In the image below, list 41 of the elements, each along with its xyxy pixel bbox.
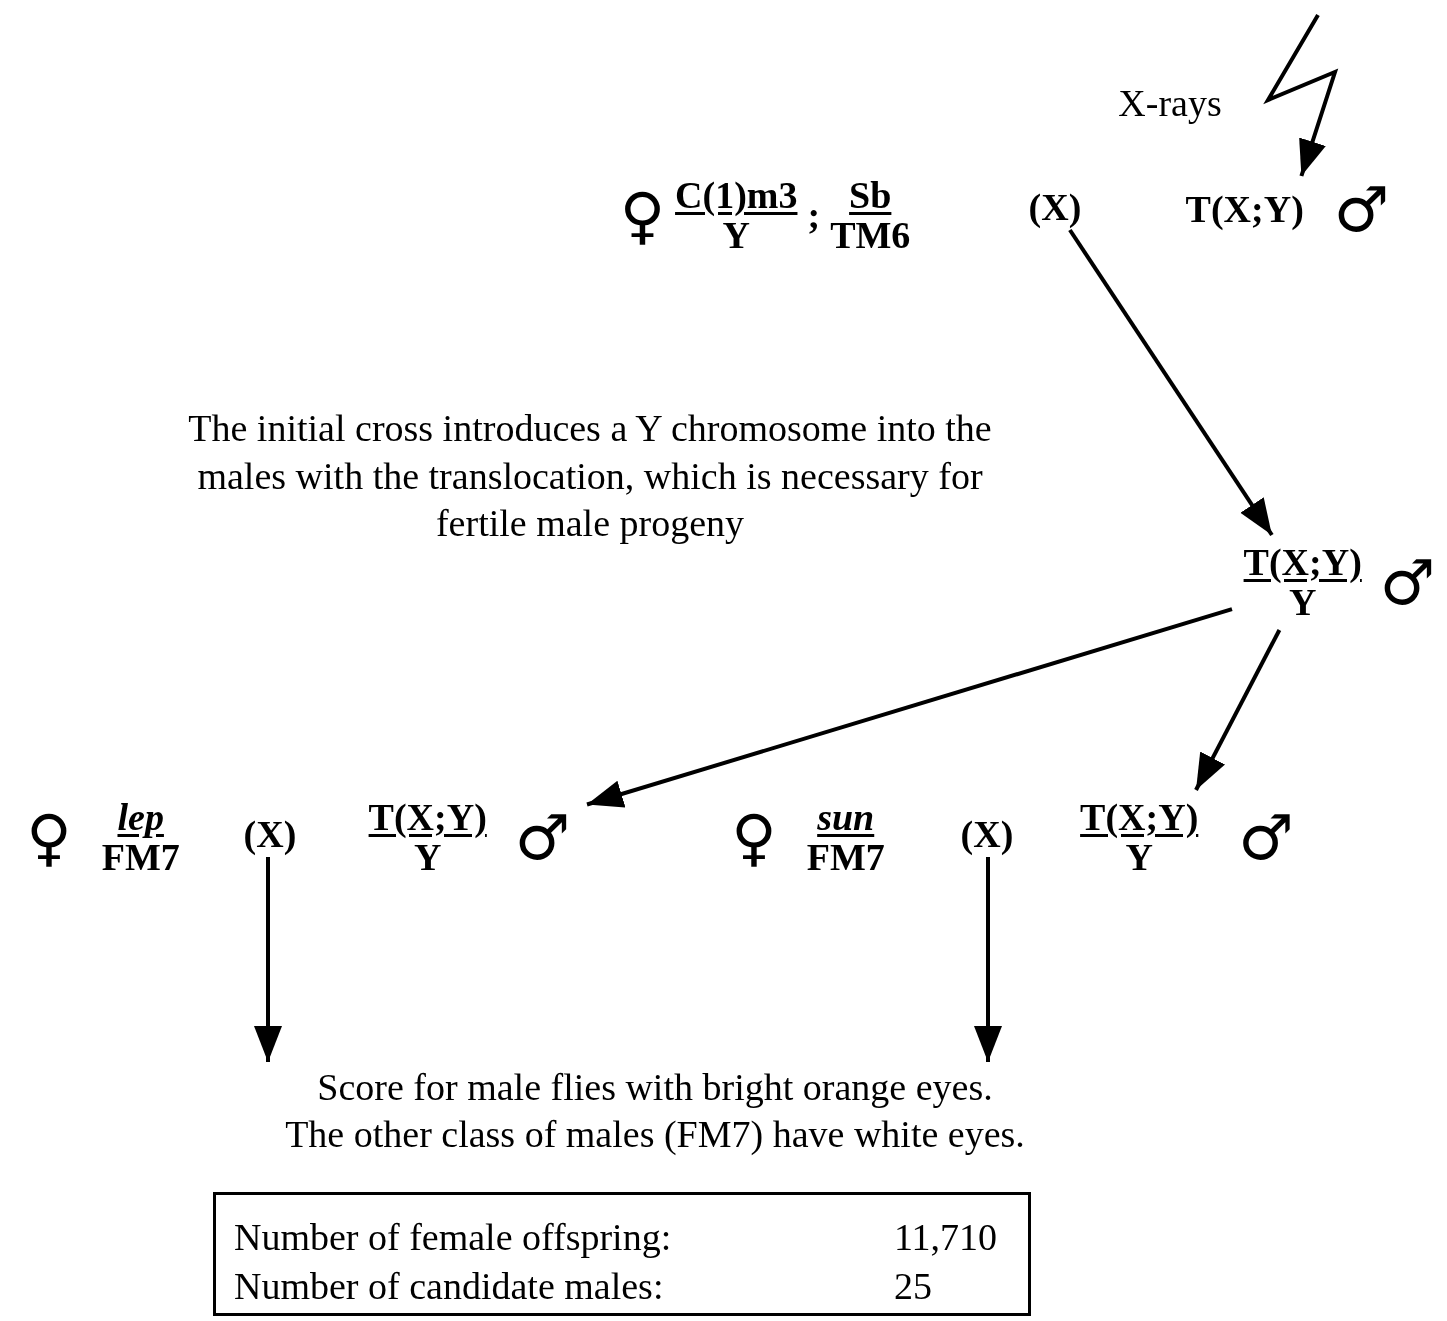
denominator-text: Y — [1125, 837, 1153, 878]
denominator-text: Y — [722, 216, 750, 256]
genotype-text: ; — [807, 196, 821, 236]
denominator-text: FM7 — [806, 837, 885, 878]
note-text: The initial cross introduces a Y chromosome into the males with the translocation, which is necessary for fertile male progeny — [187, 406, 993, 546]
male-symbol: ♂ — [1333, 179, 1390, 241]
row-label-text: Number of candidate males: — [234, 1264, 665, 1310]
arrow — [254, 857, 282, 1062]
numerator-text: T(X;Y) — [368, 797, 487, 838]
note-text: The other class of males (FM7) have white eyes. — [285, 1112, 1025, 1157]
row-label-text: Number of female offspring: — [234, 1215, 673, 1260]
denominator-text: Y — [413, 837, 442, 878]
female-symbol: ♀ — [26, 806, 72, 869]
genotype-text: T(X;Y) — [1185, 190, 1304, 230]
numerator-text: sun — [817, 797, 875, 838]
count-value: 11,710 — [894, 1215, 999, 1260]
denominator-text: FM7 — [101, 837, 180, 878]
arrow — [1068, 228, 1274, 537]
cross-symbol: (X) — [1020, 185, 1090, 230]
lightning-arrow — [1263, 14, 1339, 177]
denominator-text: Y — [1288, 582, 1317, 623]
arrow — [974, 857, 1002, 1062]
male-symbol: ♂ — [1238, 806, 1294, 869]
cross-symbol: (X) — [236, 812, 304, 857]
numerator-text: C(1)m3 — [675, 176, 798, 216]
numerator-text: T(X;Y) — [1080, 797, 1199, 838]
numerator-text: lep — [117, 797, 164, 838]
numerator-text: T(X;Y) — [1243, 542, 1362, 583]
arrow — [586, 607, 1233, 808]
male-symbol: ♂ — [1379, 551, 1436, 614]
female-symbol: ♀ — [619, 185, 666, 247]
arrow — [1194, 629, 1282, 791]
count-value: 25 — [894, 1264, 933, 1310]
female-symbol: ♀ — [731, 806, 777, 869]
numerator-text: Sb — [849, 176, 892, 216]
note-text: Score for male flies with bright orange eyes. — [317, 1064, 993, 1110]
radiation-label: X-rays — [1100, 80, 1240, 128]
denominator-text: TM6 — [830, 216, 911, 256]
cross-symbol: (X) — [953, 812, 1021, 857]
results-table — [213, 1192, 1031, 1316]
male-symbol: ♂ — [514, 806, 571, 869]
